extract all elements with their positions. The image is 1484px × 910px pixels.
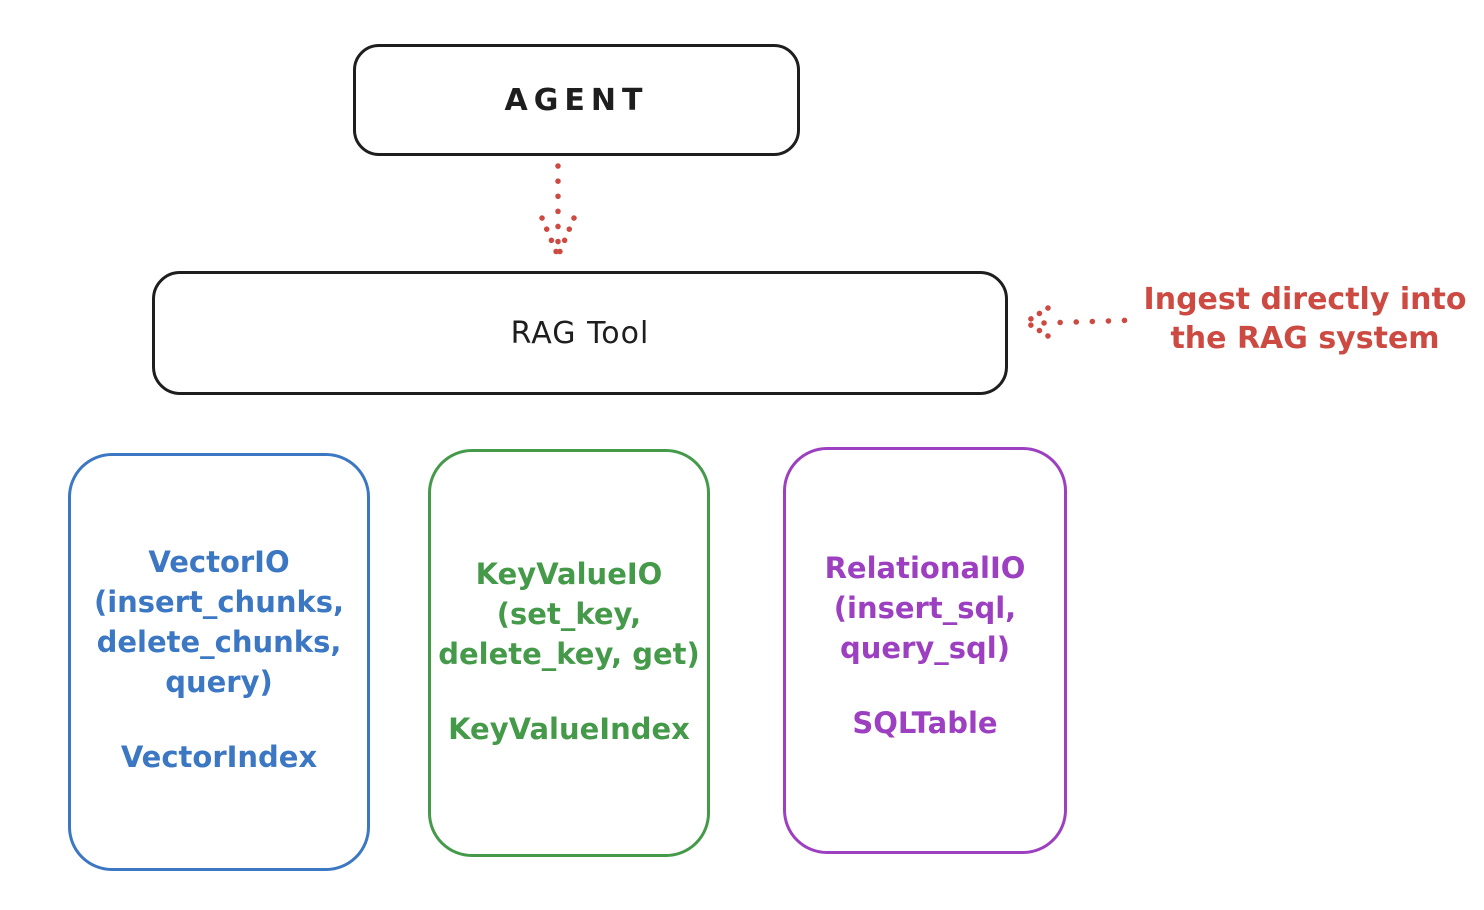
key-value-io-label: KeyValueIO (set_key, delete_key, get) bbox=[438, 557, 700, 672]
arrowhead-top-wing bbox=[1023, 305, 1051, 325]
vector-io-box: VectorIO (insert_chunks, delete_chunks, … bbox=[68, 453, 370, 871]
rag-tool-label: RAG Tool bbox=[510, 315, 650, 351]
rag-tool-box: RAG Tool bbox=[152, 271, 1008, 395]
agent-box: AGENT bbox=[353, 44, 800, 156]
sql-table-label: SQLTable bbox=[852, 706, 998, 741]
ingest-annotation-text: Ingest directly into the RAG system bbox=[1143, 282, 1467, 356]
ingest-arrow-icon bbox=[1023, 305, 1141, 339]
relational-io-label: RelationalIO (insert_sql, query_sql) bbox=[824, 551, 1026, 666]
arrowhead-bottom-wing bbox=[1023, 319, 1051, 339]
vector-index-label: VectorIndex bbox=[120, 740, 318, 775]
relational-io-box: RelationalIO (insert_sql, query_sql) SQL… bbox=[783, 447, 1067, 854]
key-value-index-label: KeyValueIndex bbox=[448, 712, 690, 747]
arrowhead-left-wing bbox=[539, 215, 561, 259]
agent-label: AGENT bbox=[504, 82, 649, 118]
arrow-shaft bbox=[1041, 317, 1141, 326]
arrowhead-right-wing bbox=[555, 215, 577, 259]
agent-to-rag-arrow-icon bbox=[539, 163, 577, 259]
key-value-io-box: KeyValueIO (set_key, delete_key, get) Ke… bbox=[428, 449, 710, 857]
vector-io-label: VectorIO (insert_chunks, delete_chunks, … bbox=[93, 545, 345, 700]
